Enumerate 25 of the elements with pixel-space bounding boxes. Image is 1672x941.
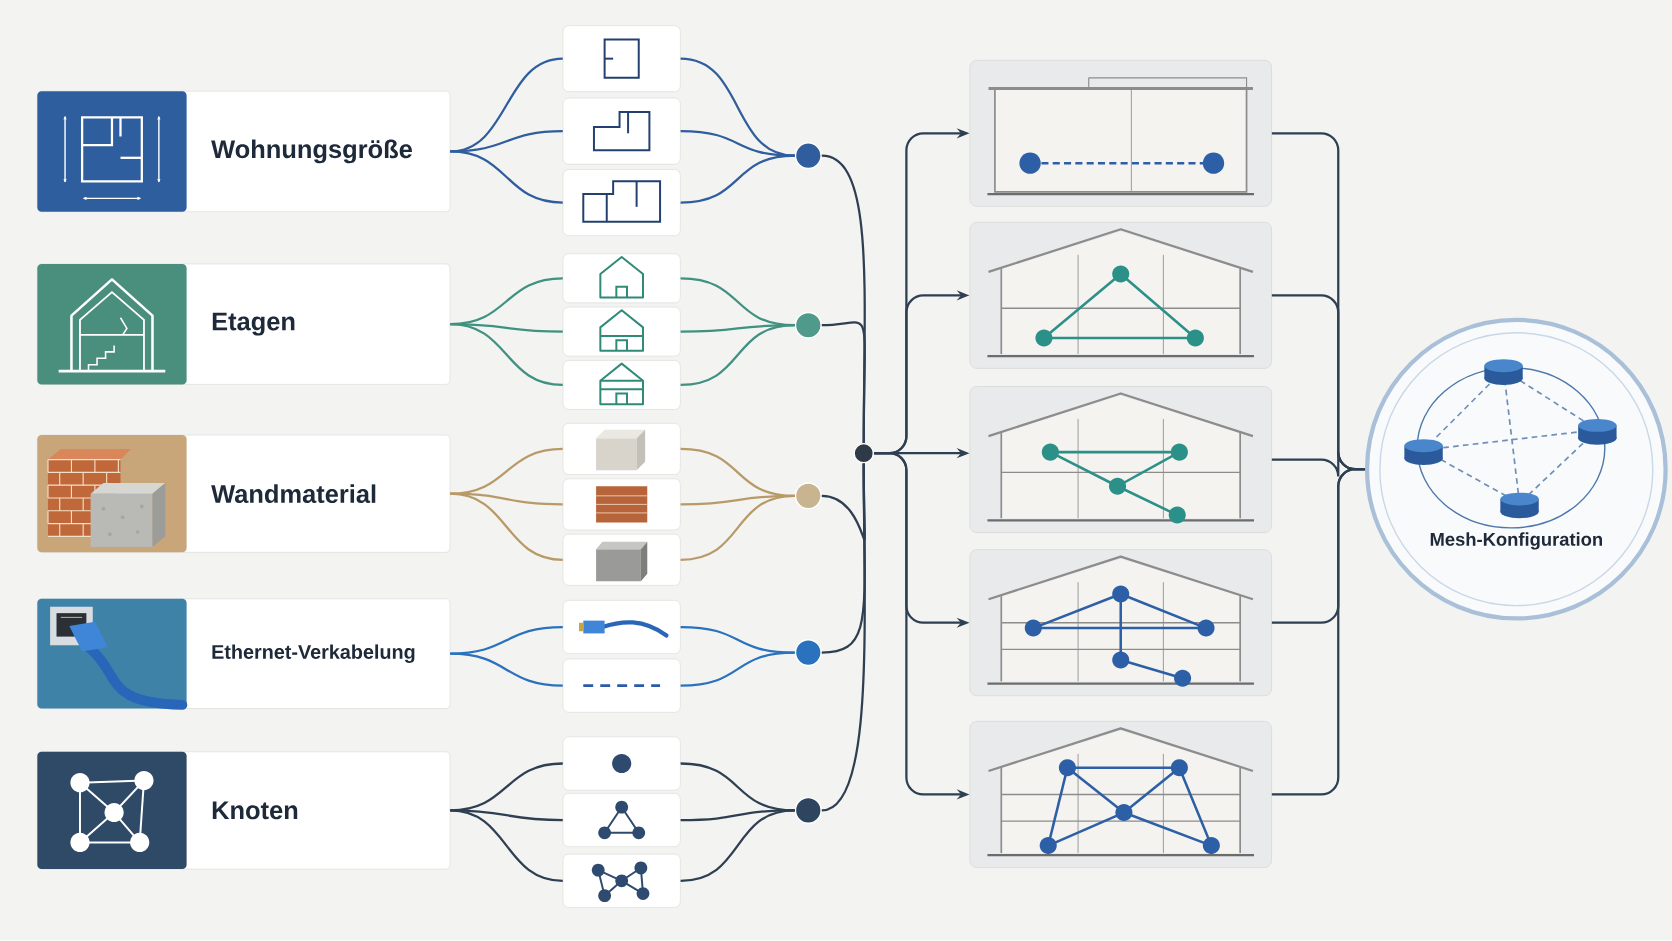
junction-dot (794, 142, 822, 170)
junction-dot (794, 482, 822, 510)
connector-line (680, 809, 795, 883)
connector-line (680, 626, 795, 654)
connector-line (680, 57, 795, 158)
connector-line (450, 652, 563, 688)
connector-line (680, 130, 795, 158)
connector-line (680, 324, 795, 387)
connector-line (450, 492, 563, 562)
connector-line (450, 809, 563, 822)
connector-line (450, 626, 563, 656)
connector-line (680, 651, 795, 688)
connector-line (821, 321, 866, 444)
connector-line (450, 809, 563, 883)
connector-line (680, 494, 795, 562)
connector-line (1271, 468, 1365, 796)
connector-line (450, 323, 563, 387)
connector-line (821, 463, 866, 812)
junction-dot (794, 797, 822, 825)
hub-dot (853, 443, 875, 464)
connector-line (680, 154, 795, 204)
junction-dot (794, 639, 822, 667)
connector-line (450, 150, 563, 204)
junction-dot (794, 312, 822, 339)
connector-line (450, 448, 563, 496)
